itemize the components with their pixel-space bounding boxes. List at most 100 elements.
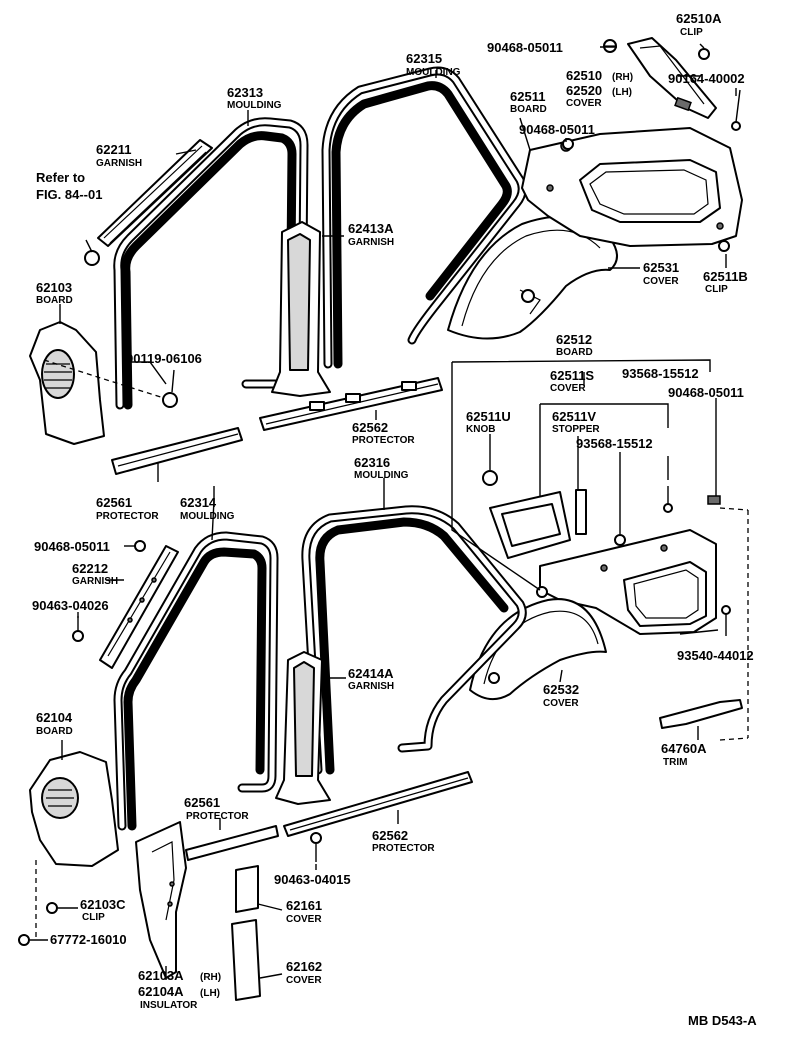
label-62510-suffix: (RH) [612,72,633,83]
moulding-62314-part [113,531,279,831]
label-90463-04015: 90463-04015 [274,872,351,887]
label-62511V-number: 62511V [552,409,596,424]
garnish-62414A-part [275,651,331,805]
label-62103C-number: 62103C [80,897,126,912]
clip-icon [562,138,574,150]
label-62104A-caption: INSULATOR [140,1000,198,1011]
label-62511V-caption: STOPPER [552,424,600,435]
label-62532-number: 62532 [543,682,579,697]
garnish-62212-part [99,545,179,669]
label-62511S-caption: COVER [550,383,586,394]
label-62103C-caption: CLIP [82,912,105,923]
label-90468-05011-second: 90468-05011 [519,122,595,137]
label-62104-number: 62104 [36,710,73,725]
board-62104-part [29,751,119,867]
label-62316-caption: MOULDING [354,470,409,481]
stopper-icon [614,534,626,546]
label-62103A-suffix: (RH) [200,972,221,983]
label-62313-caption: MOULDING [227,100,282,111]
label-62562-lower-number: 62562 [372,828,408,843]
label-90468-05011-right: 90468-05011 [668,385,744,400]
board-62511-part [521,127,743,247]
board-62103-part [29,321,171,445]
trim-64760A-part [659,699,743,729]
label-62162-caption: COVER [286,975,322,986]
label-62161-number: 62161 [286,898,322,913]
refer-figure-link[interactable]: FIG. 84--01 [36,187,102,202]
label-62313-number: 62313 [227,85,263,100]
label-62520-caption: COVER [566,98,602,109]
label-62211-number: 62211 [96,142,131,157]
label-62413A-number: 62413A [348,221,394,236]
cover-62162-part [231,919,261,1001]
label-67772-16010: 67772-16010 [50,932,127,947]
label-62315-number: 62315 [406,51,442,66]
leader-line [719,737,749,741]
protector-62561-upper-part [111,427,243,475]
label-62531-caption: COVER [643,276,679,287]
label-62511-number: 62511 [510,89,545,104]
screw-icon [663,486,673,513]
label-62511U-number: 62511U [466,409,511,424]
label-62510A-caption: CLIP [680,27,703,38]
label-62103-caption: BOARD [36,295,73,306]
label-62413A-caption: GARNISH [348,237,394,248]
moulding-62316-part [301,505,527,775]
label-62316-number: 62316 [354,455,390,470]
garnish-62211-part [97,139,213,247]
cover-62510-part [627,37,717,119]
clip-icon [84,239,100,266]
cover-62532-part [469,598,607,701]
screw-icon [731,89,741,131]
label-90463-04026: 90463-04026 [32,598,109,613]
label-62212-number: 62212 [72,561,108,576]
label-62103-number: 62103 [36,280,72,295]
cover-62531-part [447,215,618,340]
label-62162-number: 62162 [286,959,322,974]
cover-62161-part [235,865,259,913]
clip-icon [18,934,30,946]
refer-to-text: Refer to [36,170,85,185]
label-90164-40002: 90164-40002 [668,71,745,86]
leader-lines [30,43,737,980]
label-62511S-number: 62511S [550,368,594,383]
label-93568-15512-right: 93568-15512 [622,366,699,381]
protector-62561-lower-part [185,825,279,861]
label-62561-upper-caption: PROTECTOR [96,511,159,522]
moulding-62315-part [321,66,527,369]
label-62562-upper-number: 62562 [352,420,388,435]
label-62562-upper-caption: PROTECTOR [352,435,415,446]
label-93568-15512-mid: 93568-15512 [576,436,653,451]
clip-icon [718,240,730,252]
label-90119-06106: 90119-06106 [126,351,202,366]
leader-line [719,507,749,511]
label-62315-caption: MOULDING [406,67,461,78]
clip-icon [46,902,58,914]
label-62511U-caption: KNOB [466,424,495,435]
clip-icon [707,495,721,505]
label-62104-caption: BOARD [36,726,73,737]
label-62532-caption: COVER [543,698,579,709]
label-62212-caption: GARNISH [72,576,118,587]
label-64760A-caption: TRIM [663,757,687,768]
label-62520-suffix: (LH) [612,87,632,98]
screw-icon [721,605,731,636]
label-62414A-caption: GARNISH [348,681,394,692]
label-62511B-caption: CLIP [705,284,728,295]
screw-icon [603,39,617,53]
label-62531-number: 62531 [643,260,679,275]
clip-icon [134,540,146,552]
label-62561-upper-number: 62561 [96,495,132,510]
label-62511B-number: 62511B [703,269,748,284]
label-62512-number: 62512 [556,332,592,347]
label-62512-caption: BOARD [556,347,593,358]
label-62510A-number: 62510A [676,11,722,26]
label-90468-05011-left: 90468-05011 [34,539,110,554]
bolt-icon [162,369,178,408]
label-62104A-suffix: (LH) [200,988,220,999]
label-93540-44012: 93540-44012 [677,648,754,663]
label-62414A-number: 62414A [348,666,394,681]
protector-62562-upper-part [259,377,443,431]
label-62103A-number: 62103A [138,968,184,983]
